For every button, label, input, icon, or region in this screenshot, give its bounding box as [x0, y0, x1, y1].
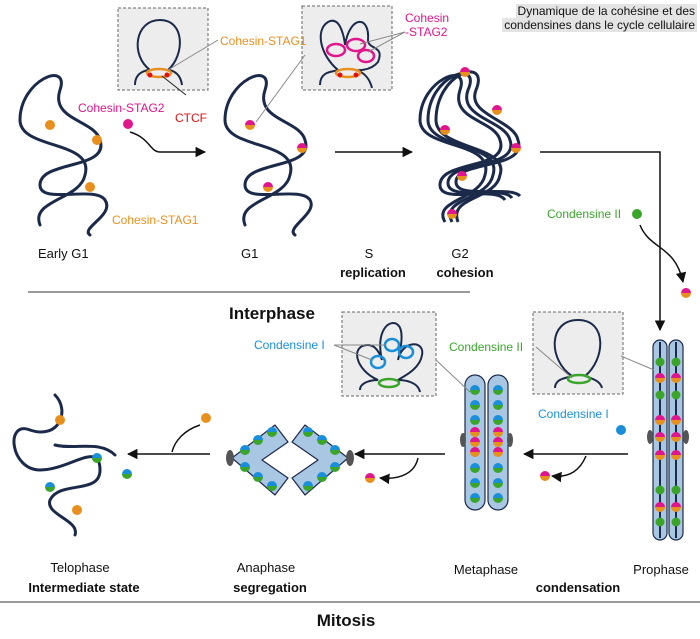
- label-cohesin-stag2-left: Cohesin-STAG2: [78, 101, 165, 115]
- condensin-ii-dot: [632, 209, 642, 219]
- label-condensine-i-right: Condensine I: [538, 407, 609, 421]
- anaphase-chromosomes: [226, 424, 354, 496]
- stage-telophase-sub: Intermediate state: [28, 580, 139, 595]
- figure-title-line1: Dynamique de la cohésine et des: [515, 4, 697, 18]
- stage-anaphase: Anaphase: [237, 560, 296, 575]
- stag1-dot: [92, 135, 102, 145]
- stage-g1: G1: [241, 246, 258, 261]
- section-mitosis: Mitosis: [317, 611, 376, 630]
- label-cohesin-stag1-bottom: Cohesin-STAG1: [112, 213, 199, 227]
- stage-metaphase: Metaphase: [454, 562, 518, 577]
- stage-telophase: Telophase: [50, 560, 109, 575]
- metaphase-chromosome: [460, 374, 513, 511]
- label-condensine-ii-right: Condensine II: [547, 207, 621, 221]
- stage-anaphase-sub: segregation: [233, 580, 307, 595]
- g1-chromatin: [223, 74, 313, 237]
- arrow-early-g1-to-g1: [129, 131, 207, 158]
- figure-title: Dynamique de la cohésine et des condensi…: [455, 4, 697, 32]
- stage-s: S: [365, 246, 374, 261]
- g2-chromatin: [418, 67, 522, 223]
- label-cohesin-stag2-top-2: -STAG2: [405, 25, 448, 39]
- inset-condensin-ii: [532, 311, 624, 395]
- prophase-chromosome: [647, 339, 689, 541]
- label-condensine-ii-inset: Condensine II: [449, 340, 523, 354]
- label-condensine-i-inset: Condensine I: [254, 338, 325, 352]
- label-cohesin-stag1-top: Cohesin-STAG1: [220, 34, 307, 48]
- early-g1-chromatin: [18, 74, 109, 237]
- inset-stag2: [301, 5, 393, 91]
- stage-g2-sub: cohesion: [436, 265, 493, 280]
- inset-stag1-ctcf: [117, 7, 209, 91]
- stage-condensation: condensation: [536, 580, 621, 595]
- condensin-i-dot: [616, 425, 626, 435]
- stag2-dot: [123, 119, 133, 129]
- stag1-dot: [45, 120, 55, 130]
- stage-g2: G2: [451, 246, 468, 261]
- stage-prophase: Prophase: [633, 562, 689, 577]
- section-interphase: Interphase: [229, 304, 315, 323]
- stage-early-g1: Early G1: [38, 246, 89, 261]
- stage-s-sub: replication: [340, 265, 406, 280]
- telophase-chromatin: [12, 393, 117, 537]
- figure-title-line2: condensines dans le cycle cellulaire: [502, 18, 697, 32]
- label-ctcf: CTCF: [175, 111, 207, 125]
- label-cohesin-stag2-top-1: Cohesin: [405, 11, 449, 25]
- arrow-g2-to-prophase: [540, 151, 666, 332]
- stag1-dot: [85, 182, 95, 192]
